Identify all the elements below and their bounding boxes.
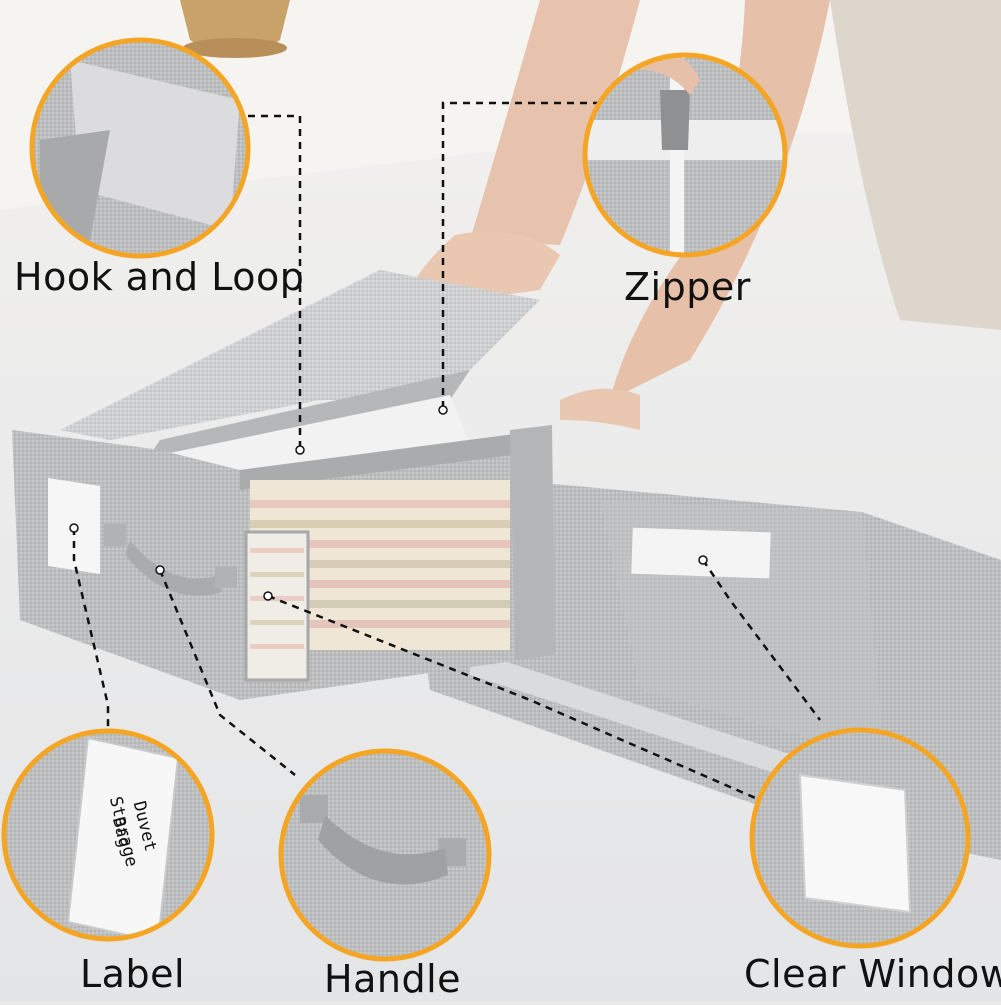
callout-label: Label [80, 952, 186, 996]
callout-clear-window: Clear Window [744, 952, 1001, 996]
callout-hook-and-loop: Hook and Loop [14, 255, 305, 299]
callout-zipper: Zipper [624, 265, 751, 309]
callout-handle: Handle [324, 957, 462, 1001]
